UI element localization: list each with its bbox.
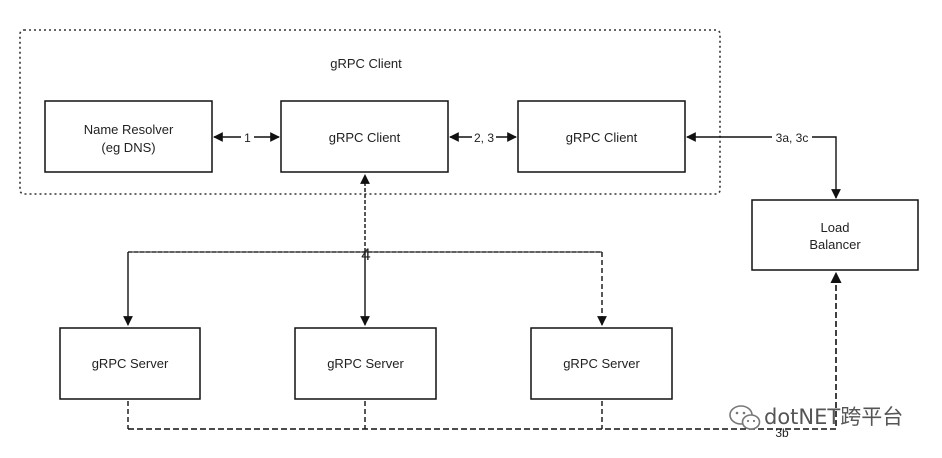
watermark: dotNET跨平台 [729,405,903,430]
edge-label-2-3: 2, 3 [474,131,494,145]
edge-label-3a-3c: 3a, 3c [776,131,809,145]
load-balancer-node: Load Balancer [751,199,919,271]
grpc-server-2-label: gRPC Server [327,356,404,371]
grpc-server-node-3: gRPC Server [530,327,673,400]
edge-label-4: 4 [361,245,370,264]
edge-label-1: 1 [244,131,251,145]
name-resolver-label-line2: (eg DNS) [101,140,155,155]
load-balancer-label-line1: Load [821,220,850,235]
grpc-client-a-label: gRPC Client [329,130,401,145]
grpc-client-node-b: gRPC Client [517,100,686,173]
grpc-server-1-label: gRPC Server [92,356,169,371]
name-resolver-node: Name Resolver (eg DNS) [44,100,213,173]
grpc-client-node-a: gRPC Client [280,100,449,173]
grpc-client-b-label: gRPC Client [566,130,638,145]
name-resolver-label-line1: Name Resolver [84,122,174,137]
load-balancer-label-line2: Balancer [809,237,861,252]
grpc-server-node-2: gRPC Server [294,327,437,400]
edge-servers-lb [127,271,842,430]
client-group [19,29,721,195]
edge-servers-client [123,174,607,326]
client-group-title: gRPC Client [330,56,402,71]
watermark-text: dotNET跨平台 [764,405,903,429]
wechat-logo-icon [729,405,761,430]
grpc-server-node-1: gRPC Server [59,327,201,400]
edge-label-3b: 3b [775,426,789,440]
edge-client-lb [686,132,841,199]
grpc-server-3-label: gRPC Server [563,356,640,371]
